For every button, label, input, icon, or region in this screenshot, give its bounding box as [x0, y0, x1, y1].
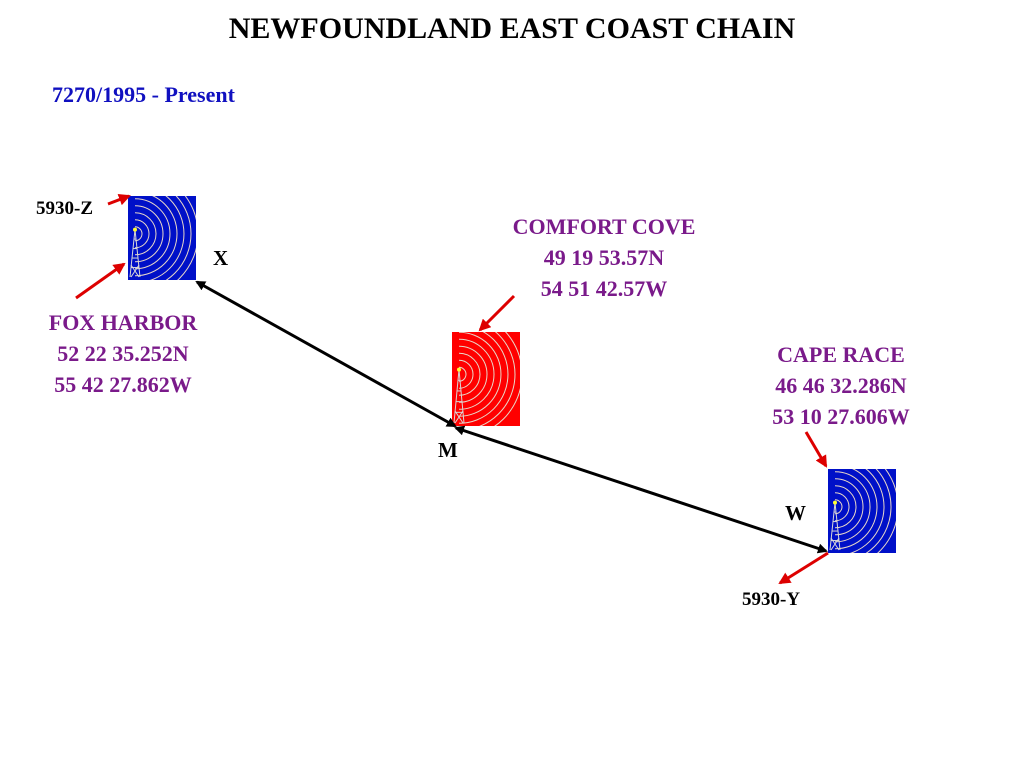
fox-harbor-name: FOX HARBOR — [48, 310, 198, 335]
cape-race-lat: 46 46 32.286N — [775, 373, 907, 398]
fox-harbor-lon: 55 42 27.862W — [54, 372, 192, 397]
comfort-cove-pointer-arrow — [478, 294, 516, 332]
comfort-cove-name: COMFORT COVE — [512, 214, 696, 239]
cape-race-pointer-arrow — [804, 431, 828, 468]
cape-race-name: CAPE RACE — [777, 342, 905, 367]
chain-subtitle: 7270/1995 - Present — [52, 82, 235, 107]
role-m-label: M — [438, 438, 458, 462]
comfort-cove-lon: 54 51 42.57W — [540, 276, 668, 301]
role-w-label: W — [785, 501, 806, 525]
page-title: NEWFOUNDLAND EAST COAST CHAIN — [228, 12, 796, 45]
comfort-cove-transmitter-icon — [452, 332, 520, 426]
baseline-master-w — [454, 425, 828, 554]
role-x-label: X — [213, 246, 229, 270]
fox-harbor-lat: 52 22 35.252N — [57, 341, 189, 366]
rate-z-pointer-arrow — [107, 193, 131, 206]
comfort-cove-label: COMFORT COVE 49 19 53.57N 54 51 42.57W — [485, 211, 723, 304]
comfort-cove-lat: 49 19 53.57N — [543, 245, 665, 270]
baseline-master-x — [195, 280, 457, 428]
fox-harbor-transmitter-icon — [128, 196, 196, 280]
fox-harbor-pointer-arrow — [75, 262, 126, 300]
cape-race-label: CAPE RACE 46 46 32.286N 53 10 27.606W — [745, 339, 937, 432]
rate-y-label: 5930-Y — [742, 589, 801, 610]
rate-z-label: 5930-Z — [36, 198, 93, 219]
fox-harbor-label: FOX HARBOR 52 22 35.252N 55 42 27.862W — [18, 307, 228, 400]
rate-y-pointer-arrow — [778, 551, 829, 585]
cape-race-lon: 53 10 27.606W — [772, 404, 910, 429]
cape-race-transmitter-icon — [828, 469, 896, 553]
